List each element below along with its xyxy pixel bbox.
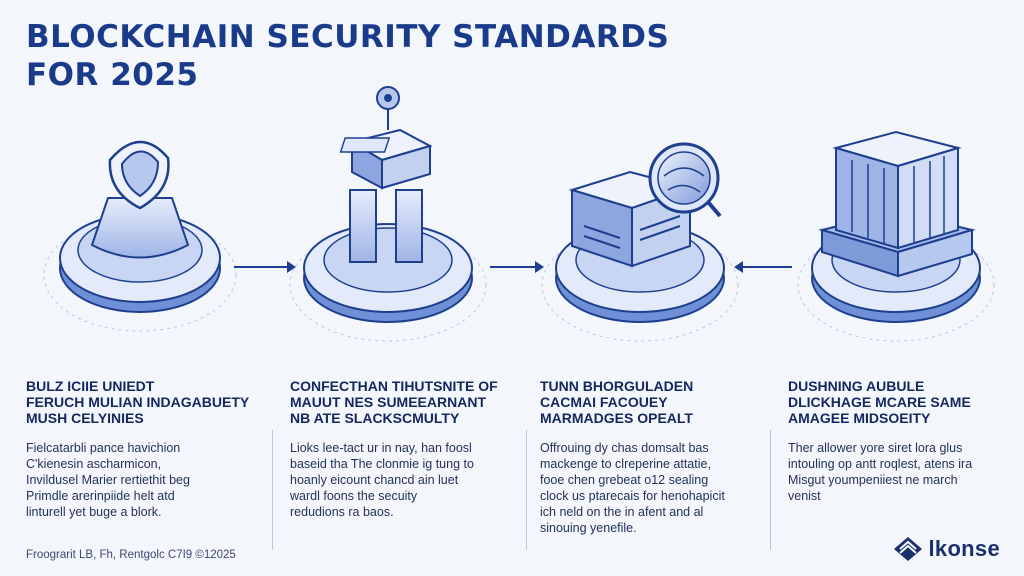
column-2: CONFECTHAN TIHUTSNITE OF MAUUT NES SUMEE… (290, 378, 520, 520)
divider-2 (526, 430, 527, 550)
divider-1 (272, 430, 273, 550)
diamond-logo-icon (893, 537, 922, 561)
illustration-canvas (43, 86, 995, 342)
brand-name: lkonse (928, 536, 1000, 561)
server-device-icon (339, 86, 433, 190)
column-4-body: Ther allower yore siret lora glus intoul… (788, 441, 973, 503)
column-4-heading: DUSHNING AUBULE DLICKHAGE MCARE SAME AMA… (788, 378, 971, 426)
illustration-row (0, 80, 1024, 370)
pedestal-2 (289, 86, 487, 342)
column-3: TUNN BHORGULADEN CACMAI FACOUEY MARMADGE… (540, 378, 760, 536)
globe-box-icon (648, 142, 722, 218)
column-4: DUSHNING AUBULE DLICKHAGE MCARE SAME AMA… (788, 378, 1008, 504)
block-cube-icon (818, 130, 976, 278)
column-3-heading: TUNN BHORGULADEN CACMAI FACOUEY MARMADGE… (540, 378, 694, 426)
brand-logo: lkonse (893, 536, 1001, 562)
pedestal-1 (43, 140, 237, 332)
security-object-icon (108, 140, 170, 210)
divider-3 (770, 430, 771, 550)
column-1-body: Fielcatarbli pance havichion C'kienesin … (26, 441, 190, 519)
flow-arrow-1 (234, 261, 296, 273)
pedestal-3 (541, 142, 739, 342)
flow-arrow-3 (734, 261, 792, 273)
column-2-body: Lioks lee-tact ur in nay, han foosl base… (290, 441, 474, 519)
pedestal-4 (797, 130, 995, 342)
column-1-heading: BULZ ICIIE UNIEDT FERUCH MULIAN INDAGABU… (26, 378, 250, 426)
page-title: BLOCKCHAIN SECURITY STANDARDS FOR 2025 (26, 19, 670, 93)
column-3-body: Offrouing dy chas domsalt bas mackenge t… (540, 441, 725, 535)
flow-arrow-2 (490, 261, 544, 273)
column-2-heading: CONFECTHAN TIHUTSNITE OF MAUUT NES SUMEE… (290, 378, 498, 426)
column-1: BULZ ICIIE UNIEDT FERUCH MULIAN INDAGABU… (26, 378, 256, 520)
footer-text: Froograrit LB, Fh, Rentgolc C7I9 ©12025 (26, 549, 236, 561)
